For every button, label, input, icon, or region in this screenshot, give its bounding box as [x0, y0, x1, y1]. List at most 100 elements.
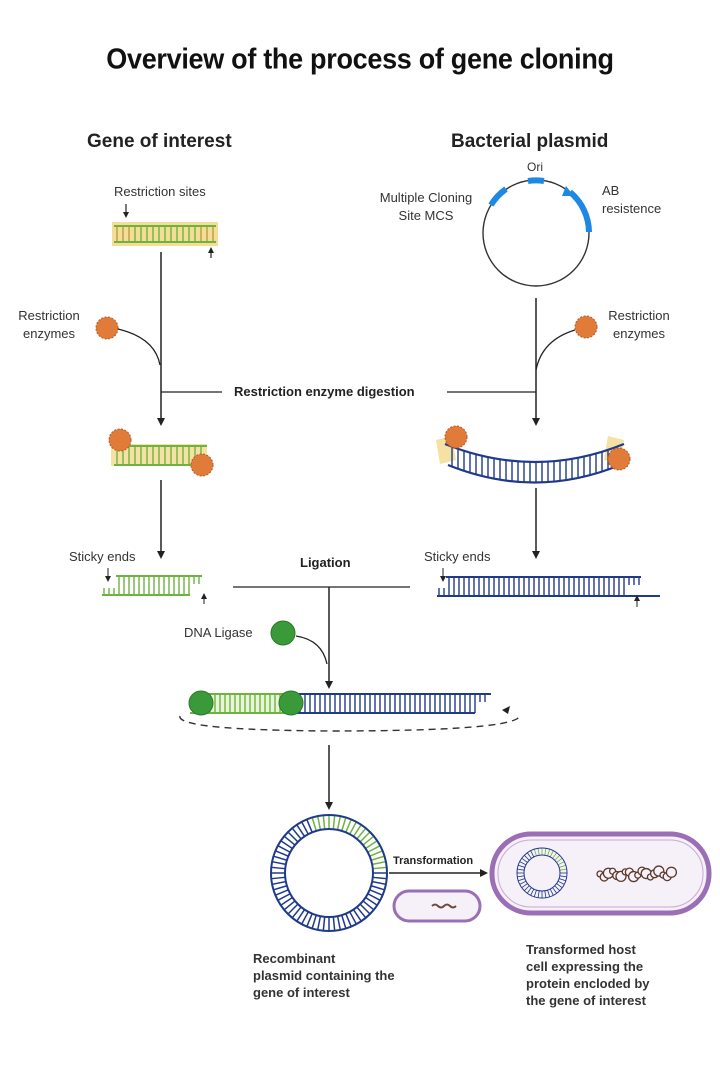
recombinant-caption-line: plasmid containing the — [253, 968, 395, 983]
dna-rung — [336, 815, 342, 830]
dna-rung — [349, 821, 358, 835]
dna-rung — [369, 889, 383, 896]
step-transformation-label: Transformation — [393, 855, 474, 867]
ori-segment — [527, 177, 545, 184]
ligase-bound-icon — [278, 690, 304, 716]
ligated-dna — [179, 690, 521, 732]
dna-rung — [365, 840, 378, 850]
dna-rung — [526, 887, 532, 894]
dna-rung — [345, 913, 352, 927]
dna-rung — [554, 885, 560, 891]
mcs-label-line2: Site MCS — [398, 208, 454, 223]
dna-rung — [291, 906, 302, 919]
dna-rung — [300, 821, 309, 835]
enzyme-right-line2: enzymes — [612, 326, 666, 341]
dna-rung — [367, 844, 381, 853]
sticky-end-plasmid — [437, 576, 660, 597]
bacterial-plasmid-icon — [482, 177, 592, 287]
dna-rung — [521, 883, 528, 889]
dna-rung — [533, 889, 537, 897]
dna-rung — [287, 831, 299, 843]
dna-rung — [322, 916, 326, 931]
step-ligation-label: Ligation — [300, 555, 351, 570]
transformed-caption-line: cell expressing the — [526, 959, 644, 974]
dna-rung — [352, 824, 362, 837]
host-cell-small-icon — [392, 889, 482, 923]
ori-label: Ori — [527, 160, 543, 174]
enzyme-right-line1: Restriction — [608, 308, 670, 323]
dna-rung — [316, 916, 322, 931]
dna-rung — [533, 849, 537, 857]
transformed-caption-line: Transformed host — [526, 942, 636, 957]
dna-rung — [559, 875, 567, 878]
dna-rung — [517, 875, 525, 878]
dna-rung — [277, 893, 291, 902]
dna-rung — [559, 868, 567, 871]
dna-rung — [287, 903, 299, 915]
dna-rung — [517, 868, 525, 871]
dna-rung — [273, 885, 288, 891]
dna-rung — [537, 848, 540, 856]
recombinant-caption-line: gene of interest — [253, 985, 350, 1000]
enzyme-bound-icon — [444, 425, 468, 449]
dna-rung — [300, 911, 309, 925]
dna-rung — [367, 893, 381, 902]
dna-rung — [370, 855, 385, 861]
gene-of-interest-dna — [112, 222, 218, 246]
dna-rung — [519, 861, 527, 866]
dna-rung — [526, 852, 532, 859]
dna-rung — [524, 855, 530, 861]
dna-rung — [311, 914, 317, 929]
ab-resistance-label: AB resistence — [602, 182, 661, 218]
dna-rung — [271, 860, 286, 866]
dna-rung — [280, 840, 293, 850]
enzyme-right-curve — [535, 329, 576, 371]
sticky-ends-right-label: Sticky ends — [424, 549, 491, 564]
dna-rung — [345, 819, 352, 833]
dna-rung — [341, 914, 347, 929]
dna-rung — [273, 855, 288, 861]
dna-rung — [306, 819, 313, 833]
cut-gene-fragment — [108, 428, 214, 477]
enzyme-bound-icon — [607, 447, 631, 471]
dna-rung — [352, 909, 362, 922]
dna-rung — [311, 817, 317, 832]
dna-rung — [271, 876, 286, 880]
dna-rung — [552, 852, 558, 859]
dna-rung — [283, 900, 296, 911]
restriction-sites-label: Restriction sites — [114, 184, 206, 199]
enzyme-left-line2: enzymes — [22, 326, 76, 341]
ab-label-line1: AB — [602, 183, 620, 198]
transformed-caption-line: the gene of interest — [526, 993, 646, 1008]
dna-rung — [530, 850, 535, 858]
protein-blob-part — [665, 866, 678, 878]
dna-rung — [554, 855, 560, 861]
enzyme-bound-icon — [190, 453, 214, 477]
protein-product-icon — [596, 865, 678, 883]
dna-rung — [291, 827, 302, 840]
dna-rung — [271, 866, 286, 870]
dna-rung — [365, 896, 378, 906]
dna-rung — [370, 885, 385, 891]
dna-rung — [549, 888, 554, 896]
mcs-label-line1: Multiple Cloning — [379, 190, 473, 205]
dna-rung — [356, 906, 367, 919]
dna-rung — [549, 850, 554, 858]
gene-of-interest-heading: Gene of interest — [87, 131, 232, 152]
ab-resistance-segment — [567, 189, 592, 233]
circularization-path — [179, 714, 521, 732]
dna-rung — [544, 848, 547, 856]
ab-label-line2: resistence — [602, 201, 662, 216]
dna-rung — [556, 857, 563, 863]
dna-ligase-icon — [270, 620, 296, 646]
dna-rung — [558, 864, 566, 868]
dna-rung — [356, 827, 367, 840]
step-digestion-label: Restriction enzyme digestion — [234, 384, 415, 399]
enzyme-left-curve — [117, 328, 161, 366]
dna-rung — [322, 815, 326, 830]
diagram-title: Overview of the process of gene cloning — [106, 43, 614, 75]
dna-rung — [519, 880, 527, 885]
transformed-caption: Transformed host cell expressing the pro… — [526, 941, 650, 1009]
sticky-end-gene — [102, 575, 202, 596]
dna-rung — [372, 876, 387, 880]
